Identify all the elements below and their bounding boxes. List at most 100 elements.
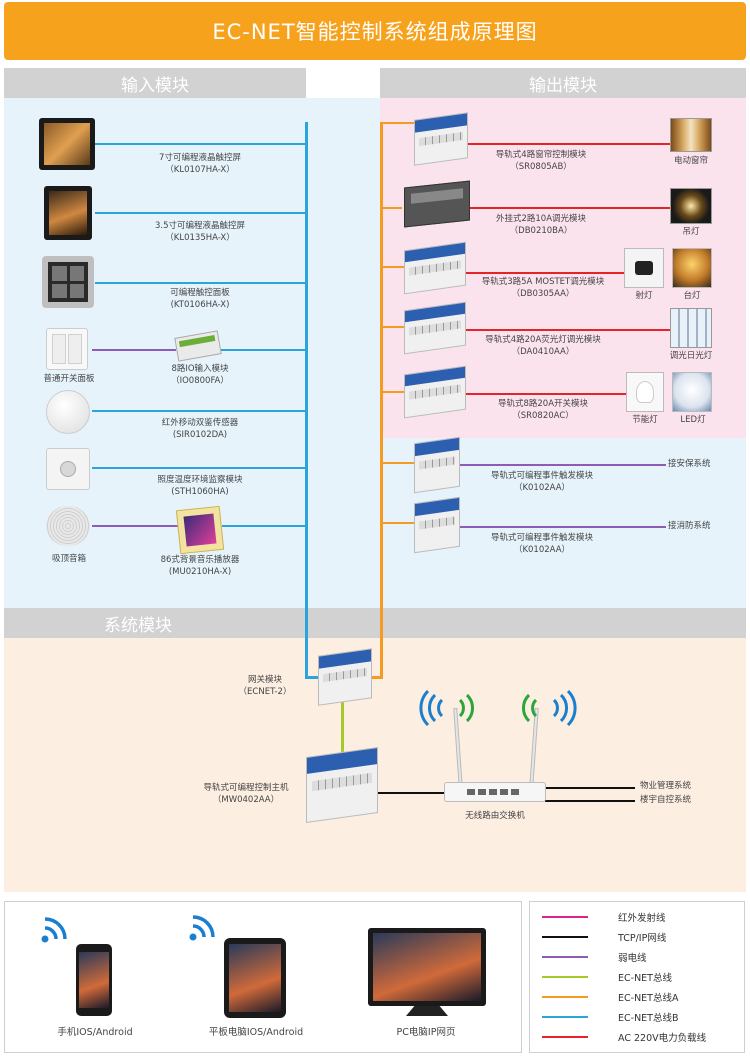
ecnet-bus-gateway-host — [341, 702, 344, 758]
bus-b-vertical — [305, 122, 308, 678]
input-line-6 — [92, 467, 306, 469]
legend-item-tcp: TCP/IP网线 — [542, 930, 666, 944]
legend-swatch-weak — [542, 956, 588, 958]
input-4-name: 8路IO输入模块 — [171, 364, 229, 374]
legend-item-bus-a: EC-NET总线A — [542, 990, 678, 1004]
client-phone-label: 手机IOS/Android — [57, 1027, 133, 1038]
load-chandelier-label: 吊灯 — [682, 227, 700, 237]
input-section-header: 输入模块 — [4, 68, 306, 98]
power-line-1 — [466, 143, 672, 145]
output-bus-2 — [380, 207, 402, 209]
output-4-name: 导轨式4路20A荧光灯调光模块 — [485, 335, 601, 345]
output-2-model: （DB0210BA） — [509, 226, 573, 236]
input-6-model: (STH1060HA) — [171, 487, 229, 497]
weak-line-6 — [460, 464, 666, 466]
link-security-label: 接安保系统 — [668, 459, 711, 469]
output-4-model: （DA0410AA） — [511, 347, 575, 357]
output-3-model: （DB0305AA） — [511, 289, 575, 299]
legend-item-ecnet: EC-NET总线 — [542, 970, 672, 984]
output-module-7 — [414, 496, 460, 554]
power-line-5 — [466, 393, 626, 395]
legend-swatch-bus-b — [542, 1016, 588, 1018]
output-module-4 — [404, 301, 466, 355]
input-3-name: 可编程触控面板 — [170, 288, 230, 298]
ceiling-speaker-label: 吸顶音箱 — [51, 554, 86, 564]
legend-swatch-bus-a — [542, 996, 588, 998]
legend-swatch-ir — [542, 916, 588, 918]
power-line-3 — [466, 272, 624, 274]
legend-label-ecnet: EC-NET总线 — [618, 973, 672, 984]
fluorescent-image — [670, 308, 712, 348]
client-pc-label: PC电脑IP网页 — [396, 1027, 456, 1038]
gateway-model: （ECNET-2） — [238, 687, 292, 697]
input-line-7b — [222, 525, 306, 527]
input-3-model: (KT0106HA-X) — [170, 300, 230, 310]
load-fluorescent-label: 调光日光灯 — [669, 351, 713, 361]
load-led-label: LED灯 — [680, 415, 706, 425]
ceiling-speaker — [46, 506, 90, 546]
pir-sensor — [46, 390, 90, 434]
system-section-header: 系统模块 — [4, 608, 746, 638]
link-property-label: 物业管理系统 — [640, 781, 692, 791]
output-module-1 — [414, 112, 468, 166]
tcp-host-router — [378, 792, 446, 794]
input-7-name: 86式背景音乐播放器 — [160, 555, 240, 565]
output-1-model: （SR0805AB） — [510, 162, 572, 172]
legend-label-weak: 弱电线 — [618, 953, 647, 964]
legend-item-ir: 红外发射线 — [542, 910, 666, 924]
led-bulb-image — [672, 372, 712, 412]
output-6-model: （K0102AA） — [513, 483, 571, 493]
env-sensor — [46, 448, 90, 490]
link-fire-label: 接消防系统 — [668, 521, 711, 531]
cfl-bulb-image — [626, 372, 664, 412]
weak-line-7 — [460, 526, 666, 528]
legend-label-bus-a: EC-NET总线A — [618, 993, 679, 1004]
output-5-model: （SR0820AC） — [512, 411, 574, 421]
power-line-4 — [466, 329, 672, 331]
bus-a-vertical — [380, 122, 383, 679]
pc-monitor-image — [368, 928, 486, 1006]
legend-label-ir: 红外发射线 — [618, 913, 666, 924]
power-line-2 — [470, 207, 670, 209]
legend-item-bus-b: EC-NET总线B — [542, 1010, 679, 1024]
output-3-name: 导轨式3路5A MOSTET调光模块 — [481, 277, 605, 287]
legend-swatch-ecnet — [542, 976, 588, 978]
input-7-model: (MU0210HA-X) — [168, 567, 232, 577]
output-section-header: 输出模块 — [380, 68, 746, 98]
tablet-image — [224, 938, 286, 1018]
output-bus-1 — [380, 122, 414, 124]
wifi-waves-left-icon — [419, 690, 474, 726]
wifi-icon-phone — [41, 917, 67, 943]
input-line-4b — [220, 349, 306, 351]
table-lamp-image — [672, 248, 712, 288]
output-6-name: 导轨式可编程事件触发模块 — [490, 471, 593, 481]
tcp-router-link-1 — [545, 787, 635, 789]
legend-label-power: AC 220V电力负载线 — [618, 1033, 707, 1044]
input-2-model: （KL0135HA-X） — [165, 233, 235, 243]
output-bus-6 — [380, 462, 414, 464]
gateway-module — [318, 648, 372, 706]
input-line-5 — [92, 410, 306, 412]
input-2-name: 3.5寸可编程液晶触控屏 — [154, 221, 246, 231]
input-6-name: 照度温度环境监察模块 — [157, 475, 243, 485]
input-1-model: （KL0107HA-X） — [165, 165, 235, 175]
input-5-name: 红外移动双鉴传感器 — [161, 418, 239, 428]
output-5-name: 导轨式8路20A开关模块 — [497, 399, 589, 409]
output-bus-7 — [380, 522, 414, 524]
spotlight-image — [624, 248, 664, 288]
load-table-lamp-label: 台灯 — [683, 291, 701, 301]
output-2-name: 外挂式2路10A调光模块 — [495, 214, 587, 224]
bus-a-to-gateway — [370, 676, 382, 679]
legend-item-power: AC 220V电力负载线 — [542, 1030, 706, 1044]
switch-panel — [46, 328, 88, 370]
legend-label-tcp: TCP/IP网线 — [618, 933, 667, 944]
legend-swatch-power — [542, 1036, 588, 1038]
output-1-name: 导轨式4路窗帘控制模块 — [495, 150, 587, 160]
pc-monitor-stand — [406, 1006, 448, 1016]
output-module-2 — [404, 180, 470, 228]
output-7-name: 导轨式可编程事件触发模块 — [490, 533, 593, 543]
output-module-6 — [414, 436, 460, 494]
host-name: 导轨式可编程控制主机 — [203, 783, 289, 793]
input-line-1 — [95, 143, 306, 145]
host-model: （MW0402AA） — [212, 795, 280, 805]
